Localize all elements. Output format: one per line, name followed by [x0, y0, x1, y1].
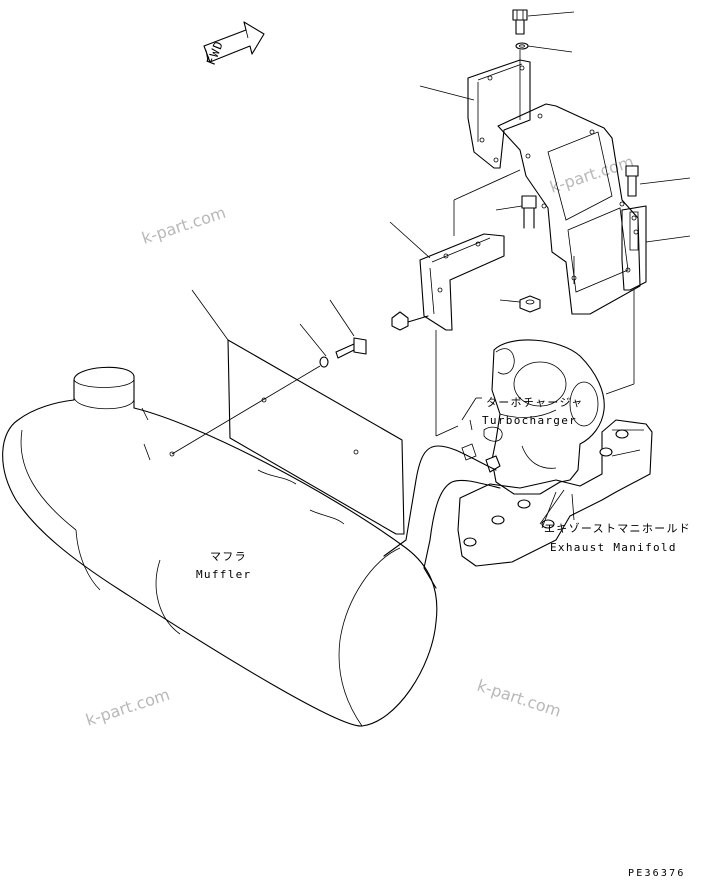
top-bolt	[512, 9, 575, 120]
heat-shield	[171, 289, 405, 535]
middle-bolt	[495, 195, 537, 229]
turbocharger	[483, 339, 605, 495]
manifold-bracket	[497, 103, 641, 315]
muffler	[2, 366, 438, 727]
callout-labels: ターボチャージャ Turbocharger エキゾーストマニホールド Exhau…	[196, 396, 691, 879]
right-bolt	[625, 165, 691, 197]
exhaust-pipe	[383, 443, 501, 589]
leader-lines	[435, 330, 575, 529]
right-small-bracket	[605, 205, 691, 395]
upper-bracket	[419, 59, 531, 169]
exhaust-manifold-label-en: Exhaust Manifold	[550, 541, 677, 554]
bolt-icon	[512, 9, 528, 35]
watermark-2: k-part.com	[547, 152, 636, 197]
drawing-number: PE36376	[628, 868, 686, 879]
nut-icon	[499, 295, 541, 313]
muffler-label-jp: マフラ	[210, 550, 247, 563]
turbocharger-label-jp: ターボチャージャ	[486, 396, 584, 409]
watermark-layer: k-part.com k-part.com k-part.com k-part.…	[83, 152, 636, 730]
muffler-label-en: Muffler	[196, 568, 251, 581]
fwd-arrow-icon: FWD	[203, 21, 265, 67]
bolt-icon	[335, 337, 367, 359]
middle-bracket	[389, 169, 521, 331]
washer-icon	[319, 356, 329, 368]
exhaust-manifold	[457, 419, 653, 567]
watermark-4: k-part.com	[475, 676, 564, 721]
bracket-bolt	[391, 311, 429, 331]
washer-icon	[515, 42, 529, 50]
exhaust-manifold-label-jp: エキゾーストマニホールド	[544, 522, 691, 535]
turbocharger-label-en: Turbocharger	[482, 414, 577, 427]
fwd-label: FWD	[204, 38, 227, 67]
watermark-3: k-part.com	[83, 685, 172, 730]
watermark-1: k-part.com	[139, 203, 228, 248]
